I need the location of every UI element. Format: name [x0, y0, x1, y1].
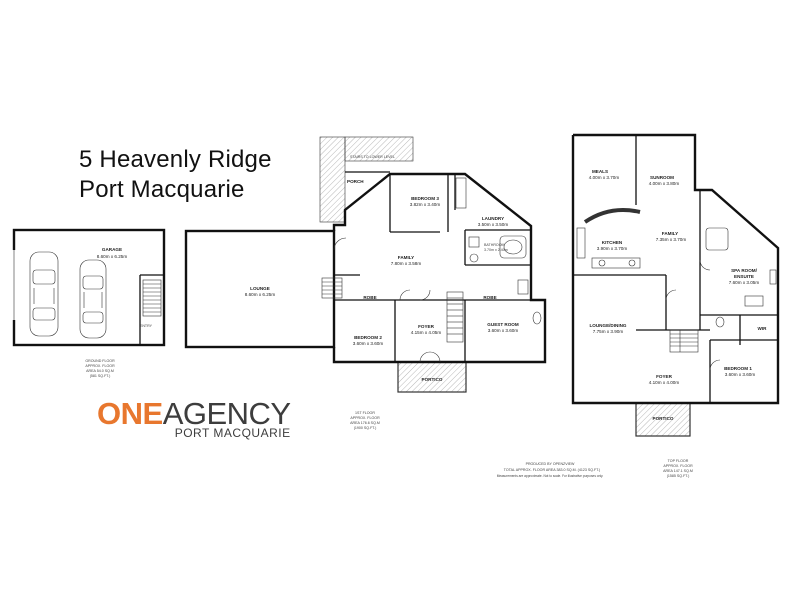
- kitchen-island: [583, 208, 641, 224]
- porch-label: PORCH: [347, 179, 364, 184]
- top-foyer-size: 4.10m x 4.00m: [649, 380, 680, 385]
- top-family-size: 7.35m x 3.70m: [656, 237, 687, 242]
- guest-room-label: GUEST ROOM: [487, 322, 519, 327]
- agency-logo: ONEAGENCY PORT MACQUARIE: [97, 396, 291, 440]
- lounge-dining-size: 7.75m x 3.90m: [593, 329, 624, 334]
- top-family-label: FAMILY: [662, 231, 678, 236]
- bedroom2-size: 3.60m x 3.60m: [353, 341, 384, 346]
- first-floor-outer-walls: [332, 172, 547, 364]
- logo-one-text: ONE: [97, 396, 163, 431]
- address-line-1: 5 Heavenly Ridge: [79, 146, 272, 173]
- garage-label: GARAGE: [102, 247, 122, 252]
- disclaimer: Measurements are approximate. Not to sca…: [497, 474, 604, 478]
- wir-label: WIR: [758, 326, 768, 331]
- top-note-3: AREA 147.1 SQ.M: [663, 469, 693, 473]
- sunroom-size: 4.00m x 3.80m: [649, 181, 680, 186]
- entry-label: ENTRY: [140, 324, 153, 328]
- portico-label: PORTICO: [422, 377, 443, 382]
- car-icon: [79, 259, 107, 339]
- top-portico-hatch: [635, 402, 691, 437]
- spa-size: 7.60m x 3.05m: [729, 280, 760, 285]
- robe-right-label: ROBE: [483, 295, 496, 300]
- garage-size: 8.60m x 6.25m: [97, 254, 128, 259]
- produced-by: PRODUCED BY OPENZVIEW: [526, 462, 575, 466]
- bedroom1-label: BEDROOM 1: [724, 366, 752, 371]
- bedroom3-size: 3.82m x 3.40m: [410, 202, 441, 207]
- stairs-lower-label: STAIRS TO LOWER LEVEL: [350, 155, 395, 159]
- spa-label-2: ENSUITE: [734, 274, 754, 279]
- lounge-dining-label: LOUNGE/DINING: [589, 323, 626, 328]
- top-note-1: TOP FLOOR: [668, 459, 689, 463]
- top-note-4: (1585 SQ.FT.): [667, 474, 690, 478]
- guest-room-size: 3.60m x 3.60m: [488, 328, 519, 333]
- kitchen-size: 3.90m x 3.70m: [597, 246, 628, 251]
- car-icon: [29, 251, 59, 337]
- plan-footer: PRODUCED BY OPENZVIEW TOTAL APPROX. FLOO…: [497, 462, 604, 478]
- bedroom3-label: BEDROOM 3: [411, 196, 439, 201]
- first-floor-plan: STAIRS TO LOWER LEVEL PORCH BEDROOM 3 3.…: [184, 136, 547, 430]
- bedroom2-label: BEDROOM 2: [354, 335, 382, 340]
- sunroom-label: SUNROOM: [650, 175, 674, 180]
- ground-note-3: AREA 54.0 SQ.M: [86, 369, 114, 373]
- first-note-1: 1ST FLOOR: [355, 411, 375, 415]
- lounge-walls: [184, 229, 336, 349]
- ground-floor-plan: GARAGE 8.60m x 6.25m ENTRY GROUND FLOOR …: [12, 228, 166, 378]
- first-floor-stairs: [321, 277, 464, 343]
- first-note-2: APPROX. FLOOR: [350, 416, 380, 420]
- first-note-3: AREA 176.6 SQ.M: [350, 421, 380, 425]
- spa-label-1: SPA ROOM/: [731, 268, 758, 273]
- logo-subtitle: PORT MACQUARIE: [174, 426, 291, 440]
- top-portico-label: PORTICO: [653, 416, 674, 421]
- family-size: 7.80m x 3.58m: [391, 261, 422, 266]
- bathroom-label: BATHROOM: [484, 243, 505, 247]
- meals-size: 4.00m x 3.70m: [589, 175, 620, 180]
- lounge-size: 8.60m x 6.25m: [245, 292, 276, 297]
- laundry-label: LAUNDRY: [482, 216, 504, 221]
- address-line-2: Port Macquarie: [79, 176, 245, 203]
- family-label: FAMILY: [398, 255, 414, 260]
- bathroom-size: 3.70m x 2.40m: [484, 248, 508, 252]
- porch-hatch: [319, 136, 346, 223]
- first-note-4: (1900 SQ.FT.): [354, 426, 377, 430]
- top-note-2: APPROX. FLOOR: [663, 464, 693, 468]
- ground-note-1: GROUND FLOOR: [85, 359, 115, 363]
- lounge-label: LOUNGE: [250, 286, 270, 291]
- logo-agency-text: AGENCY: [162, 396, 291, 431]
- laundry-size: 3.50m x 3.50m: [478, 222, 509, 227]
- bedroom1-size: 3.60m x 3.60m: [725, 372, 756, 377]
- top-floor-stairs: [669, 329, 699, 353]
- kitchen-label: KITCHEN: [602, 240, 623, 245]
- ground-note-4: (581 SQ.FT.): [90, 374, 111, 378]
- top-floor-plan: MEALS 4.00m x 3.70m SUNROOM 4.00m x 3.80…: [571, 133, 780, 478]
- foyer-size: 4.15m x 4.05m: [411, 330, 442, 335]
- ground-note-2: APPROX. FLOOR: [85, 364, 115, 368]
- robe-left-label: ROBE: [363, 295, 376, 300]
- meals-label: MEALS: [592, 169, 608, 174]
- foyer-label: FOYER: [418, 324, 435, 329]
- top-foyer-label: FOYER: [656, 374, 673, 379]
- top-floor-outer-walls: [571, 133, 780, 405]
- ground-stairs: [142, 279, 162, 317]
- total-area: TOTAL APPROX. FLOOR AREA 383.0 SQ.M. (41…: [504, 468, 600, 472]
